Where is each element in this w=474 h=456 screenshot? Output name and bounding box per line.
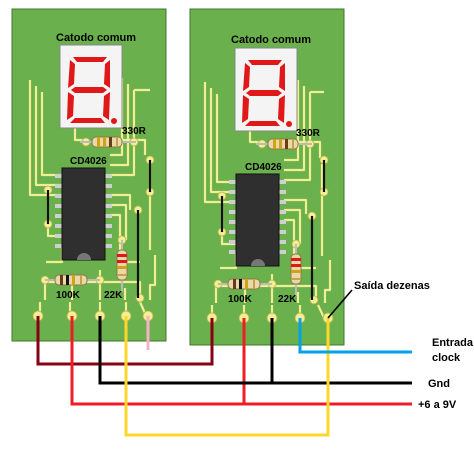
board1-res-bottom-label: 100K	[56, 290, 81, 301]
board1-res-top-label: 330R	[122, 126, 147, 137]
saida-pointer-line	[327, 289, 353, 319]
board2-res-right-label: 22K	[278, 294, 297, 305]
wire-yellow	[124, 316, 330, 437]
resistor-330r-tens	[256, 138, 312, 150]
board2-res-bottom-label: 100K	[228, 294, 253, 305]
resistor-100k-tens	[218, 278, 272, 290]
external-wiring	[36, 289, 412, 437]
gnd-label: Gnd	[428, 378, 450, 390]
board1-res-right-label: 22K	[104, 290, 123, 301]
resistor-100k-units	[45, 274, 100, 286]
wire-power-red	[70, 316, 412, 406]
power-label: +6 a 9V	[418, 399, 457, 411]
ic-chip-tens	[229, 173, 286, 267]
saida-dezenas-label: Saída dezenas	[354, 280, 430, 292]
board1-title: Catodo comum	[56, 32, 136, 44]
entrada-clock-label-1: Entrada	[432, 337, 474, 349]
board2-ic-label: CD4026	[245, 162, 282, 173]
board2-title: Catodo comum	[231, 34, 311, 46]
labels: Catodo comum Catodo comum 330R 330R CD40…	[56, 32, 474, 411]
resistor-22k-tens	[290, 244, 302, 296]
resistor-22k-units	[116, 240, 128, 292]
resistor-330r-units	[80, 136, 136, 148]
jumper-wires	[46, 160, 152, 298]
ic-chip-units	[55, 167, 112, 261]
wire-gnd-black	[98, 316, 412, 385]
board1-ic-label: CD4026	[70, 156, 107, 167]
wire-clock-blue	[298, 318, 412, 354]
entrada-clock-label-2: clock	[432, 352, 461, 364]
seven-segment-display-units	[59, 44, 123, 129]
jumper-wires	[220, 160, 326, 300]
seven-segment-display-tens	[234, 47, 298, 132]
board2-res-top-label: 330R	[296, 128, 321, 139]
